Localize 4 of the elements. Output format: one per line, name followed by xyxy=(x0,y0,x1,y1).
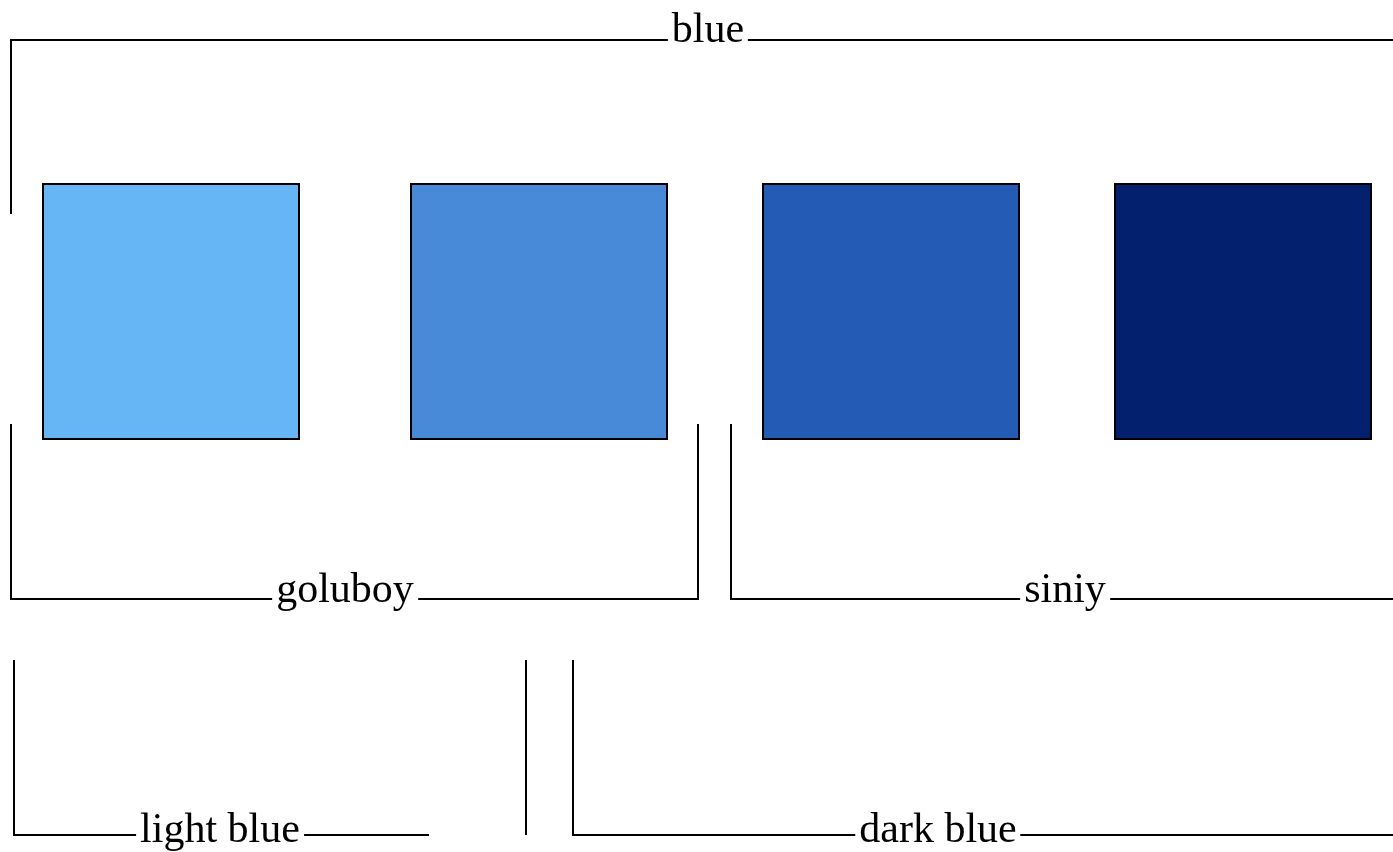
color-swatch xyxy=(762,183,1020,440)
color-swatch xyxy=(410,183,668,440)
color-swatch xyxy=(1114,183,1372,440)
color-swatch xyxy=(42,183,300,440)
